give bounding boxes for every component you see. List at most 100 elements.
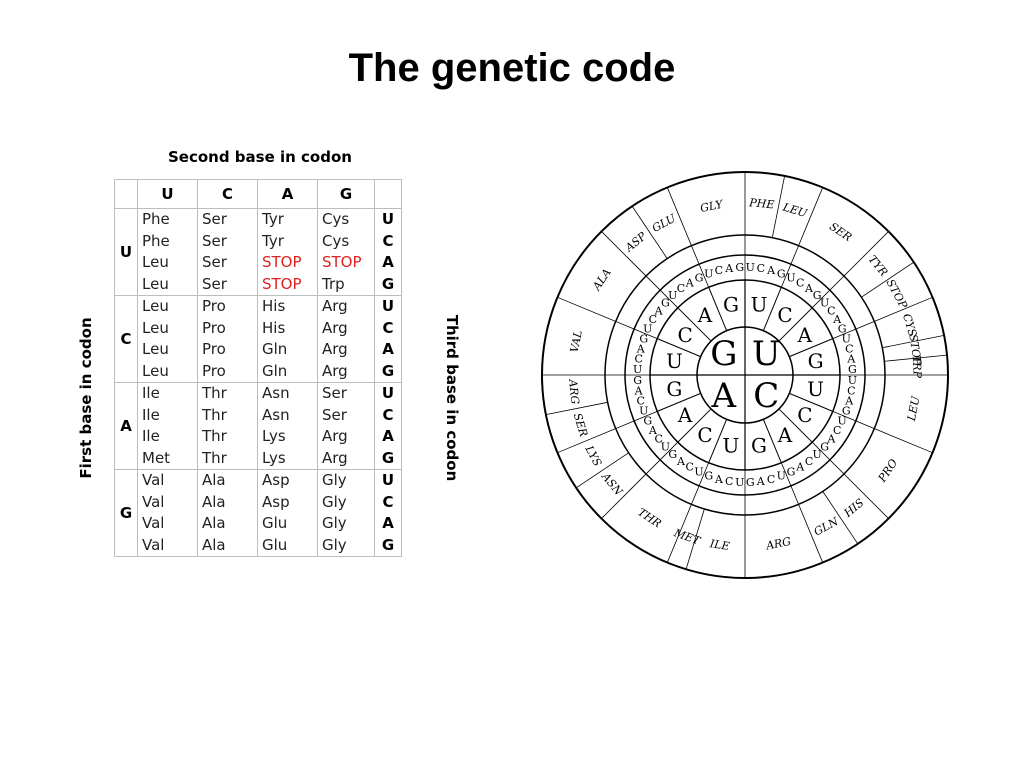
third-base: C xyxy=(654,433,662,446)
amino-acid: Glu xyxy=(262,535,288,554)
first-base-cell: A xyxy=(114,382,138,470)
amino-acid: Leu xyxy=(142,340,169,358)
amino-acid: Tyr xyxy=(262,231,284,250)
amino-acid: Leu xyxy=(142,253,169,271)
amino-acid-label: ILE xyxy=(708,537,730,553)
amino-acid: Asn xyxy=(262,384,290,402)
third-base: C xyxy=(847,384,855,397)
third-base: U xyxy=(381,297,395,315)
second-base: G xyxy=(723,292,739,316)
third-base: U xyxy=(735,476,744,489)
second-base-divider xyxy=(789,392,833,412)
third-base: U xyxy=(633,363,642,376)
second-base-a: A xyxy=(257,179,318,209)
first-base-cell: U xyxy=(114,208,138,296)
third-base: U xyxy=(842,332,851,345)
amino-acid-divider xyxy=(685,508,705,570)
amino-acid-divider xyxy=(545,401,608,415)
codon-group-divider xyxy=(811,441,889,519)
amino-acid: STOP xyxy=(262,253,302,271)
amino-acid: Ser xyxy=(322,405,347,424)
amino-acid-divider xyxy=(575,452,629,489)
second-base-divider xyxy=(708,287,728,331)
amino-acid: Val xyxy=(142,492,165,511)
amino-acid: His xyxy=(262,318,286,337)
amino-acid-label: LEU xyxy=(780,200,809,220)
first-base-cell: G xyxy=(114,469,138,557)
slide-title: The genetic code xyxy=(348,46,676,90)
third-base: A xyxy=(766,264,776,277)
third-base: C xyxy=(796,276,804,289)
third-base: G xyxy=(695,271,704,284)
second-base-divider xyxy=(657,338,701,358)
amino-acid: Gly xyxy=(322,535,347,554)
third-base: U xyxy=(643,323,652,336)
codon-group-divider xyxy=(832,410,933,454)
amino-acid: Asn xyxy=(262,405,290,424)
amino-acid-label: HIS xyxy=(841,496,867,521)
amino-acid-label: ASP xyxy=(622,229,649,255)
amino-acid: Arg xyxy=(322,340,348,358)
second-base-divider xyxy=(657,392,701,412)
amino-acid: Ala xyxy=(202,471,226,489)
third-base: A xyxy=(826,433,836,446)
second-base: G xyxy=(666,377,682,401)
second-base-u: U xyxy=(137,179,198,209)
amino-acid-label: SER xyxy=(827,220,854,244)
amino-acid: Trp xyxy=(322,274,345,293)
amino-acid: His xyxy=(262,297,286,315)
first-base-a: A xyxy=(711,376,737,416)
third-base: A xyxy=(846,353,856,366)
amino-acid: Gln xyxy=(262,361,288,380)
second-base-divider xyxy=(789,338,833,358)
third-base: A xyxy=(382,514,394,532)
second-base: C xyxy=(777,303,792,327)
amino-acid: Gln xyxy=(262,340,288,358)
amino-acid: Thr xyxy=(202,427,227,445)
amino-acid: STOP xyxy=(322,253,362,271)
amino-acid: Tyr xyxy=(262,210,284,228)
codon-group-divider xyxy=(557,410,658,454)
third-base: C xyxy=(767,473,775,486)
third-base: C xyxy=(677,282,685,295)
third-base: G xyxy=(639,332,648,345)
third-base: A xyxy=(636,342,646,355)
second-base: A xyxy=(697,303,713,327)
amino-acid: Phe xyxy=(142,231,170,250)
amino-acid: Leu xyxy=(142,318,169,337)
amino-acid: Cys xyxy=(322,210,350,228)
amino-acid: Ser xyxy=(202,253,227,271)
second-base-divider xyxy=(677,408,712,443)
amino-acid-label: GLY xyxy=(699,197,725,215)
codon-group-divider xyxy=(666,187,710,288)
amino-acid: Pro xyxy=(202,340,226,358)
amino-acid-divider xyxy=(771,175,785,238)
second-base-c: C xyxy=(197,179,258,209)
amino-acid: Lys xyxy=(262,448,286,467)
amino-acid: Arg xyxy=(322,427,348,445)
third-base: G xyxy=(838,323,847,336)
amino-acid: Thr xyxy=(202,448,227,467)
amino-acid-label: LYS xyxy=(582,443,604,469)
first-base-c: C xyxy=(753,376,779,416)
amino-acid-label: ALA xyxy=(590,266,614,293)
amino-acid: Cys xyxy=(322,231,350,250)
third-base: A xyxy=(382,340,394,358)
amino-acid: Pro xyxy=(202,318,226,337)
amino-acid: Val xyxy=(142,471,165,489)
amino-acid: Phe xyxy=(142,210,170,228)
amino-acid: Arg xyxy=(322,297,348,315)
third-base: U xyxy=(820,296,829,309)
third-base: A xyxy=(382,253,394,271)
amino-acid-divider xyxy=(861,261,915,298)
third-base: G xyxy=(848,363,857,376)
third-base: G xyxy=(842,405,851,418)
